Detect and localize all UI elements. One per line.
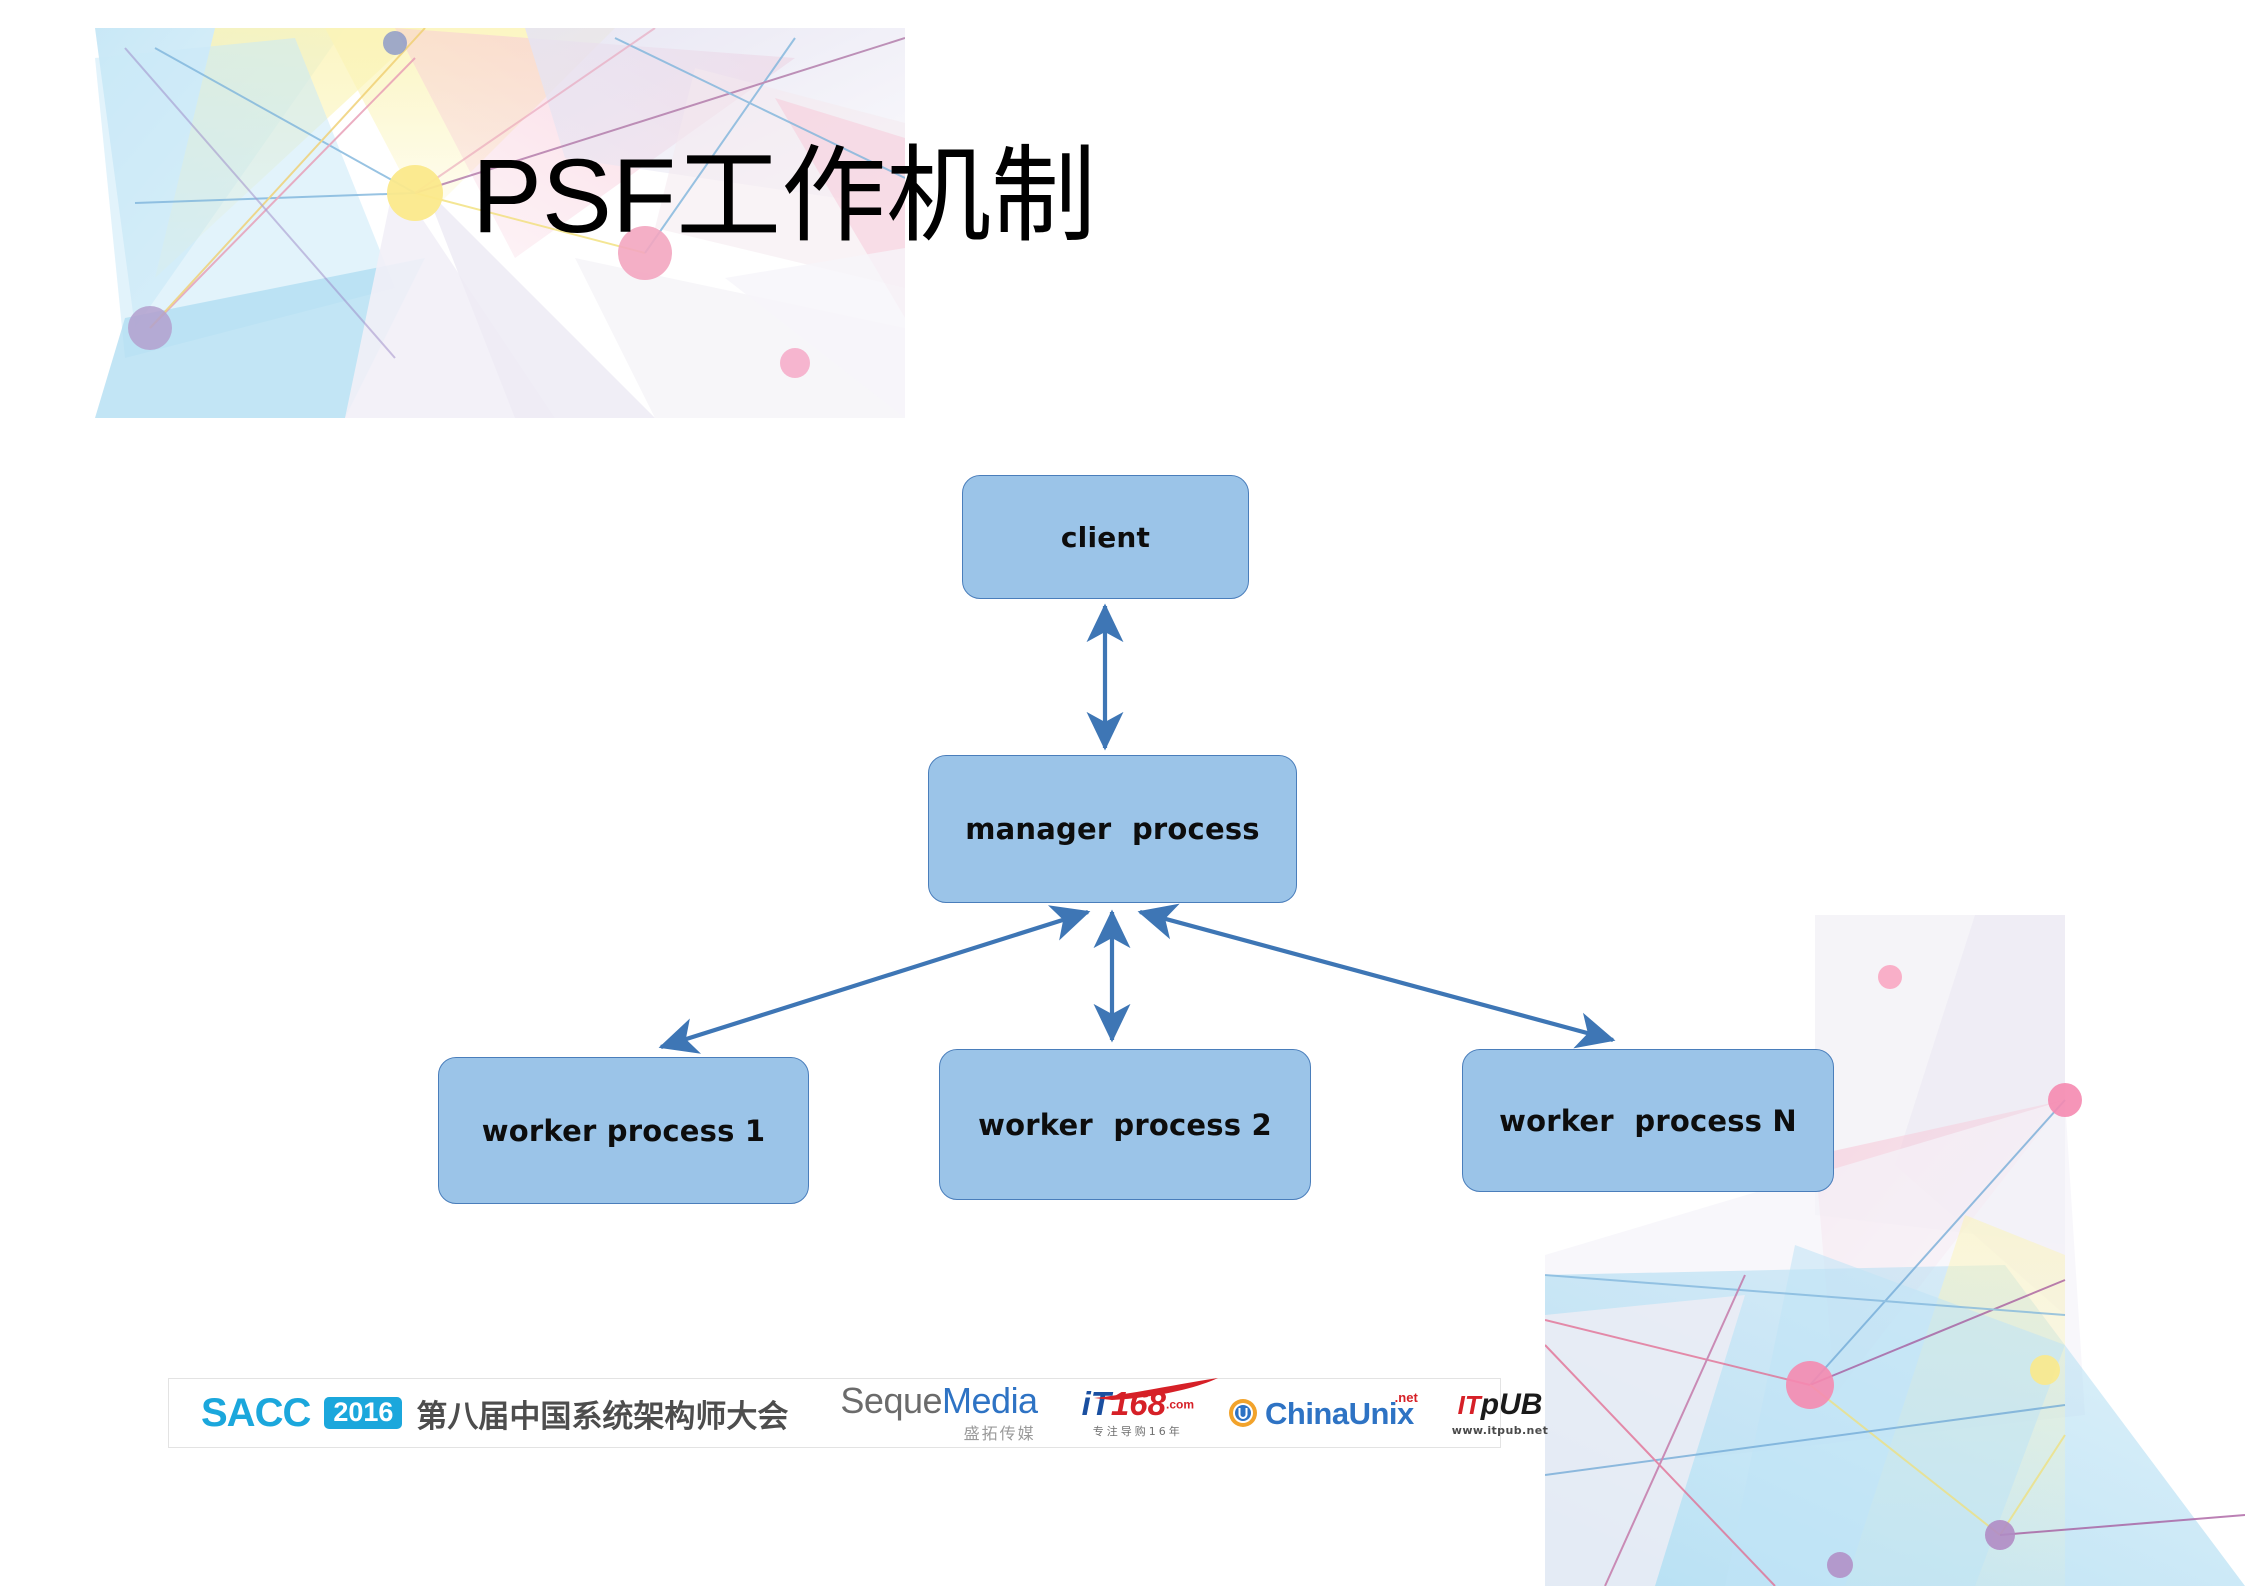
node-worker-process-1[interactable]: worker process 1 (438, 1057, 809, 1204)
itpub-logo: ITpUB www.itpub.net (1452, 1379, 1549, 1447)
itpub-url: www.itpub.net (1451, 1423, 1549, 1437)
chinaunix-wordmark: ChinaUnix .net (1265, 1391, 1418, 1431)
sequemedia-name-blue: Media (942, 1379, 1038, 1421)
sequemedia-chinese-name: 盛拓传媒 (963, 1423, 1036, 1443)
conference-name: 第八届中国系统架构师大会 (416, 1398, 789, 1435)
sacc-logo: SACC 2016 (201, 1379, 403, 1447)
chinaunix-circle-icon (1229, 1399, 1257, 1427)
sequemedia-name-grey: Seque (840, 1379, 943, 1421)
sacc-year-badge: 2016 (324, 1397, 403, 1429)
slide-title: PSF工作机制 (471, 138, 1097, 255)
node-client[interactable]: client (962, 475, 1249, 599)
footer-sponsor-bar: SACC 2016 第八届中国系统架构师大会 SequeMedia 盛拓传媒 i… (168, 1378, 1548, 1448)
node-worker-process-n-label: worker process N (1499, 1103, 1797, 1138)
node-worker-process-n[interactable]: worker process N (1462, 1049, 1834, 1192)
sequemedia-logo: SequeMedia 盛拓传媒 (840, 1379, 1038, 1447)
edge-manager-worker1 (658, 905, 1091, 1054)
chinaunix-name: ChinaUnix (1265, 1395, 1414, 1431)
chinaunix-tld: .net (1394, 1389, 1418, 1405)
sacc-wordmark: SACC (201, 1391, 311, 1435)
it168-tagline: 专注导购16年 (1092, 1425, 1183, 1438)
itpub-prefix: IT (1457, 1389, 1481, 1420)
edge-manager-workerN (1137, 903, 1616, 1049)
node-manager-process[interactable]: manager process (928, 755, 1297, 903)
node-worker-process-1-label: worker process 1 (481, 1113, 766, 1148)
it168-prefix: iT (1081, 1385, 1111, 1422)
node-client-label: client (1060, 520, 1151, 554)
chinaunix-logo: ChinaUnix .net (1228, 1379, 1418, 1447)
node-manager-process-label: manager process (965, 812, 1260, 846)
itpub-wordmark: ITpUB (1457, 1387, 1543, 1421)
it168-swoosh-icon (1093, 1378, 1218, 1400)
node-worker-process-2-label: worker process 2 (978, 1107, 1272, 1142)
node-worker-process-2[interactable]: worker process 2 (939, 1049, 1311, 1200)
it168-tld: .com (1165, 1397, 1194, 1412)
itpub-suffix: pUB (1480, 1387, 1543, 1421)
it168-logo: iT168.com 专注导购16年 (1081, 1378, 1218, 1447)
it168-wordmark: iT168.com (1081, 1378, 1218, 1422)
sequemedia-wordmark: SequeMedia (840, 1379, 1038, 1421)
